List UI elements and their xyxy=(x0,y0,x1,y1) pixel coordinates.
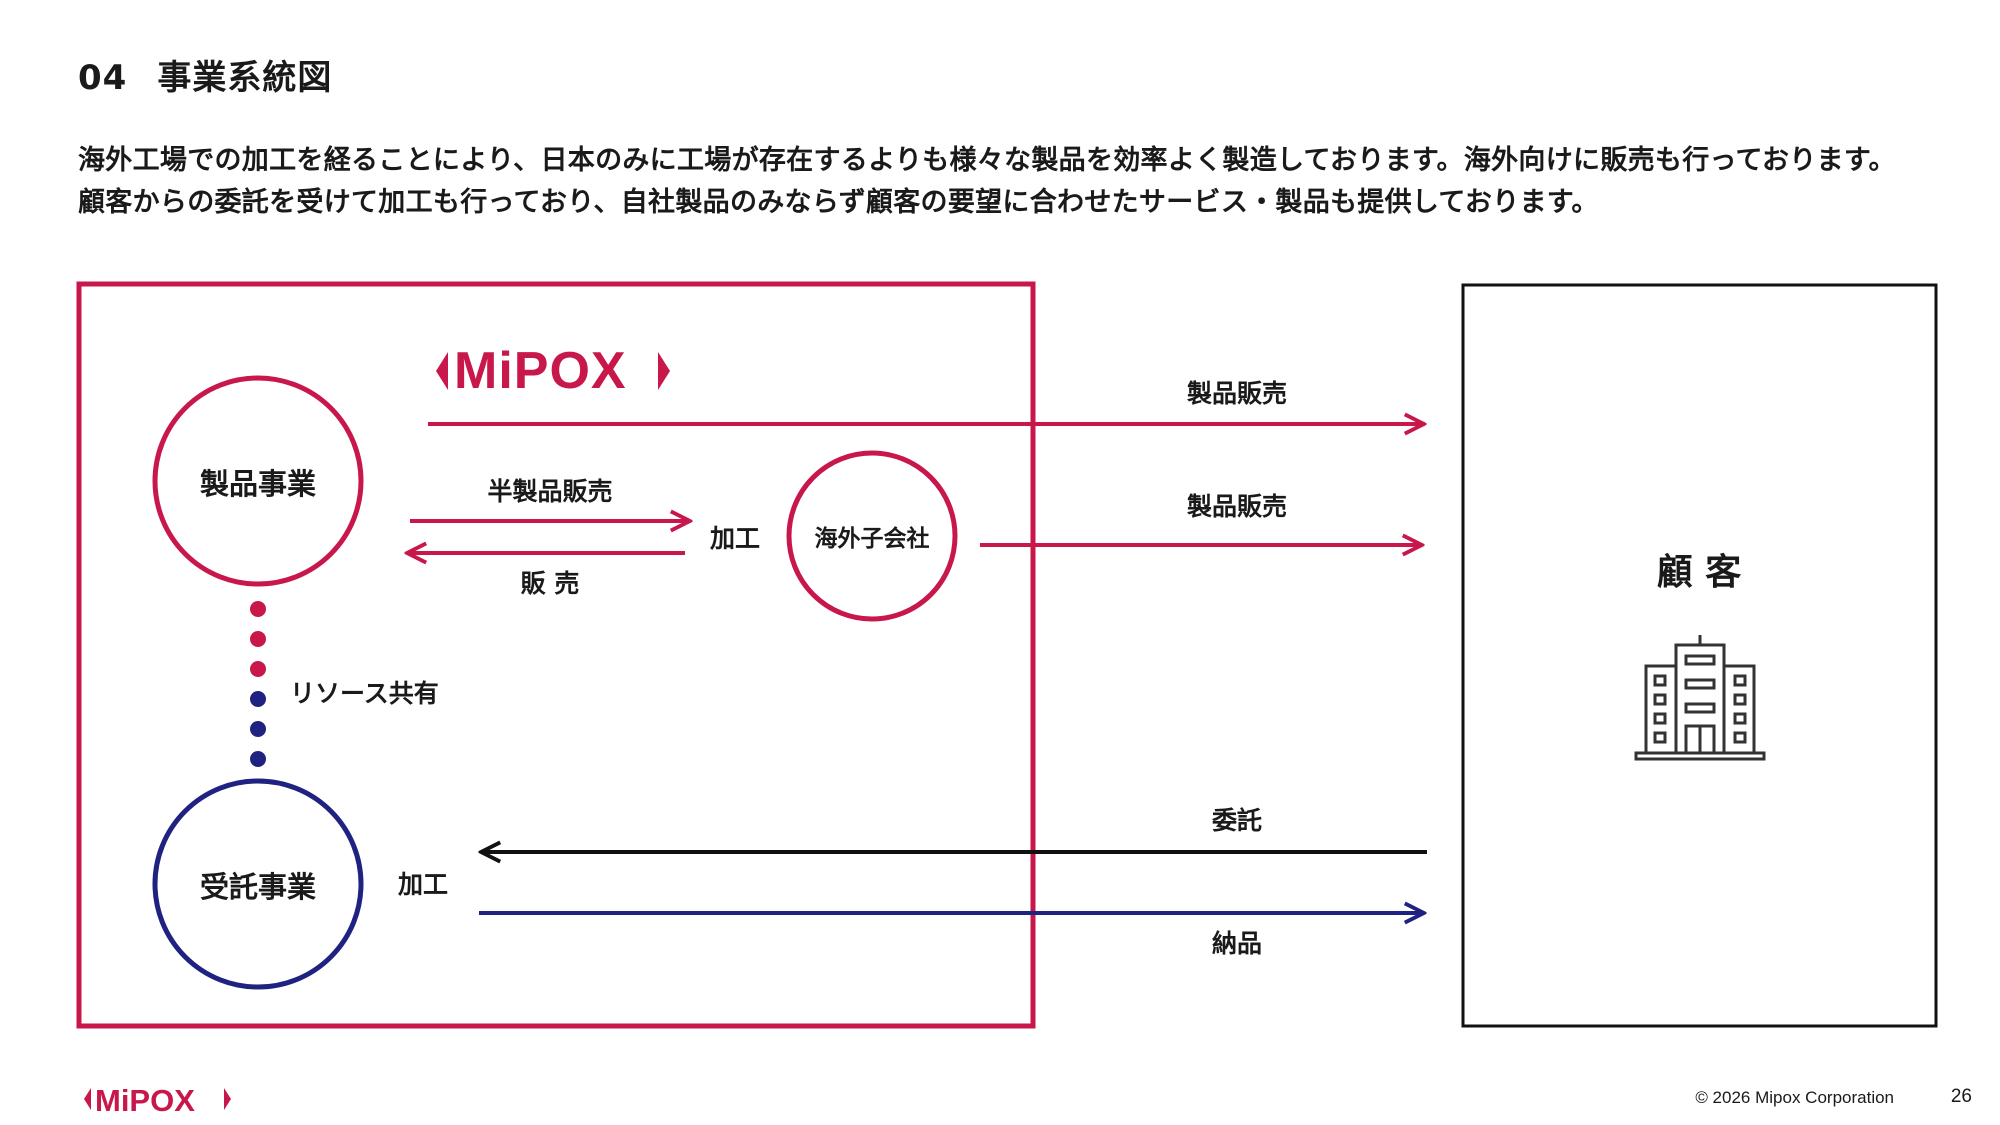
customer-box xyxy=(1461,283,1938,1028)
semi-product-sales-label: 半製品販売 xyxy=(487,477,612,506)
mipox-logo: MiPOX xyxy=(436,342,670,400)
copyright: © 2026 Mipox Corporation xyxy=(1695,1088,1894,1107)
resource-sharing-label: リソース共有 xyxy=(290,679,439,708)
processing-contract-label: 加工 xyxy=(397,870,448,899)
overseas-subsidiary-circle xyxy=(786,450,958,622)
description-line-1: 海外工場での加工を経ることにより、日本のみに工場が存在するよりも様々な製品を効率… xyxy=(78,145,1896,176)
svg-text:MiPOX: MiPOX xyxy=(95,1083,195,1116)
footer-logo: MiPOX xyxy=(82,1082,242,1120)
contract-business-label: 受託事業 xyxy=(200,870,316,904)
consignment-label: 委託 xyxy=(1211,806,1262,835)
processing-overseas-label: 加工 xyxy=(709,524,760,553)
svg-text:MiPOX: MiPOX xyxy=(454,342,627,400)
company-frame xyxy=(76,281,1036,1029)
page-number: 26 xyxy=(1950,1086,1972,1107)
overseas-subsidiary-label: 海外子会社 xyxy=(815,525,930,552)
product-sales-label-1: 製品販売 xyxy=(1186,379,1287,408)
customer-label: 顧 客 xyxy=(1657,552,1742,593)
description-line-2: 顧客からの委託を受けて加工も行っており、自社製品のみならず顧客の要望に合わせたサ… xyxy=(78,187,1599,218)
contract-business-circle xyxy=(152,778,364,990)
description: 海外工場での加工を経ることにより、日本のみに工場が存在するよりも様々な製品を効率… xyxy=(78,140,1978,224)
product-business-circle xyxy=(152,375,364,587)
section-title: 事業系統図 xyxy=(157,58,333,98)
section-number: 04 xyxy=(78,58,128,98)
product-sales-label-2: 製品販売 xyxy=(1186,492,1287,521)
delivery-label: 納品 xyxy=(1212,929,1262,958)
resource-sharing-dots xyxy=(250,601,266,767)
sales-return-label: 販 売 xyxy=(521,569,580,598)
office-building-icon xyxy=(1634,635,1766,761)
page-title: 04 事業系統図 xyxy=(78,50,332,99)
product-business-label: 製品事業 xyxy=(200,467,316,501)
